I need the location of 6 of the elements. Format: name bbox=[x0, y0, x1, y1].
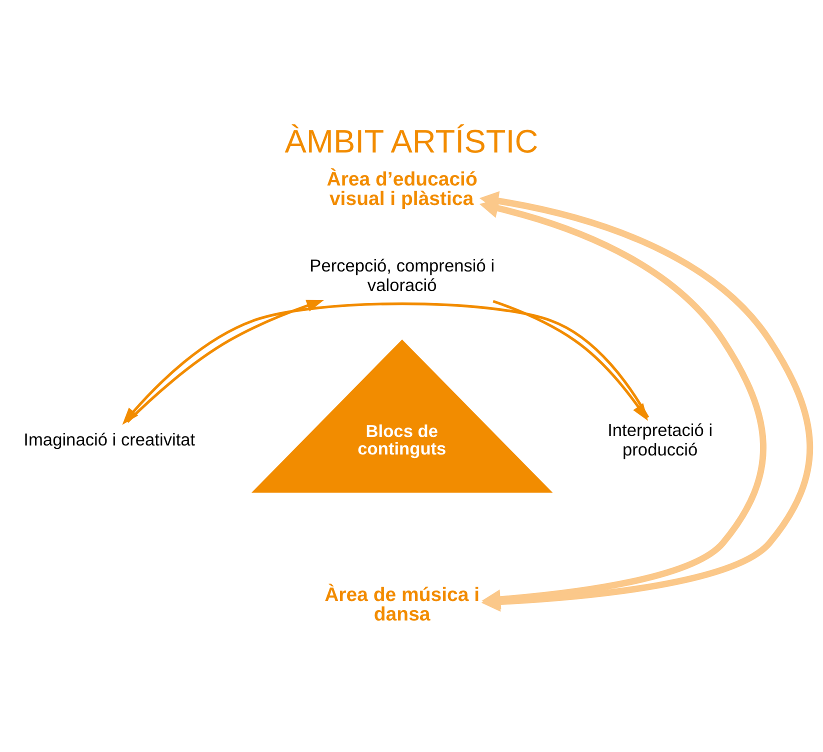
diagram-title: ÀMBIT ARTÍSTIC bbox=[284, 124, 538, 160]
node-text: Àrea de música i dansa bbox=[324, 584, 480, 626]
node-text: Interpretació i producció bbox=[608, 420, 713, 460]
node-text: Imaginació i creativitat bbox=[24, 430, 196, 450]
node-text: Percepció, comprensió i valoració bbox=[310, 256, 495, 296]
node-text: Àrea d’educació visual i plàstica bbox=[326, 168, 478, 210]
